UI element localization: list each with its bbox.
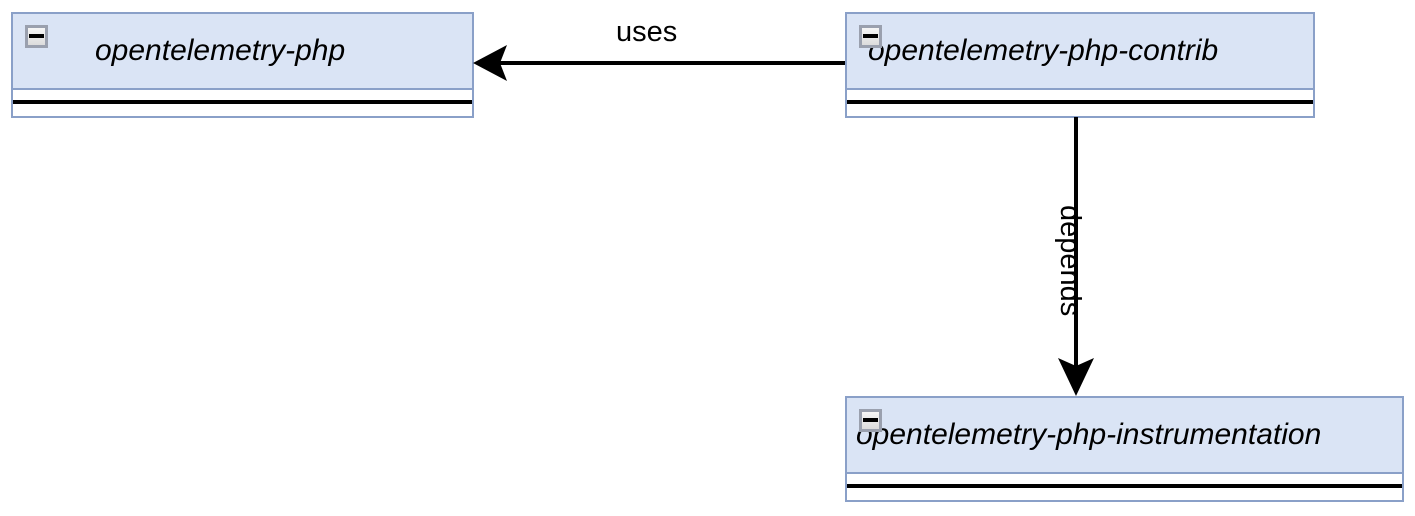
minus-glyph xyxy=(29,34,44,38)
edge-uses-line xyxy=(492,61,845,65)
collapse-minus-icon[interactable] xyxy=(859,409,882,432)
package-body xyxy=(847,90,1313,116)
package-header: opentelemetry-php xyxy=(13,14,472,90)
collapse-minus-icon[interactable] xyxy=(25,25,48,48)
package-body xyxy=(13,90,472,116)
edge-depends-line xyxy=(1074,117,1078,373)
package-header: opentelemetry-php-instrumentation xyxy=(847,398,1402,474)
minus-glyph xyxy=(863,34,878,38)
package-header: opentelemetry-php-contrib xyxy=(847,14,1313,90)
package-body-rule xyxy=(13,100,472,104)
edge-uses-arrowhead xyxy=(473,45,507,81)
package-title: opentelemetry-php-instrumentation xyxy=(856,418,1322,451)
package-node-opentelemetry-php-contrib[interactable]: opentelemetry-php-contrib xyxy=(845,12,1315,118)
package-title: opentelemetry-php-contrib xyxy=(868,34,1219,67)
package-node-opentelemetry-php-instrumentation[interactable]: opentelemetry-php-instrumentation xyxy=(845,396,1404,502)
package-node-opentelemetry-php[interactable]: opentelemetry-php xyxy=(11,12,474,118)
collapse-minus-icon[interactable] xyxy=(859,25,882,48)
edge-label-uses: uses xyxy=(616,16,678,48)
package-title: opentelemetry-php xyxy=(95,34,346,67)
minus-glyph xyxy=(863,418,878,422)
package-body-rule xyxy=(847,484,1402,488)
package-body-rule xyxy=(847,100,1313,104)
edge-label-depends: depends xyxy=(1054,205,1086,317)
package-body xyxy=(847,474,1402,500)
edge-depends-arrowhead xyxy=(1058,358,1094,396)
